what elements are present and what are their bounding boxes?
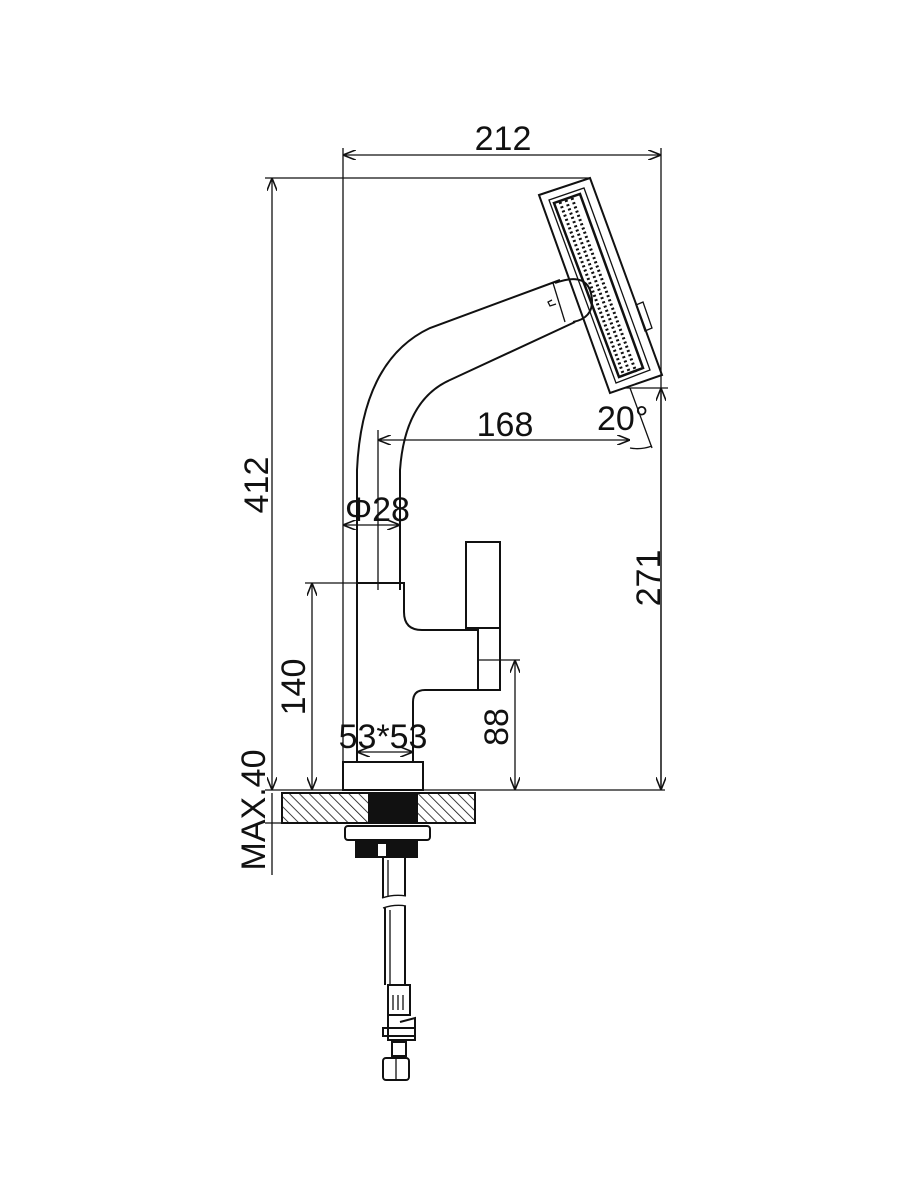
dim-base-size: 53*53 xyxy=(339,718,428,756)
dim-spout-reach: 168 xyxy=(477,406,534,444)
dim-spout-height: 271 xyxy=(630,550,668,607)
dim-overall-height: 412 xyxy=(238,457,276,514)
faucet-body xyxy=(342,541,501,791)
dim-max-deck-thickness: MAX.40 xyxy=(235,750,273,871)
dimension-lines xyxy=(272,155,661,875)
dim-handle-height: 88 xyxy=(478,708,516,746)
dim-spout-diameter: Φ28 xyxy=(345,491,410,529)
extension-lines xyxy=(265,148,668,824)
spray-head xyxy=(537,176,664,395)
dim-overall-width: 212 xyxy=(475,120,532,158)
dim-head-angle: 20° xyxy=(597,400,648,438)
dim-body-height: 140 xyxy=(275,659,313,716)
spout xyxy=(356,278,594,590)
deck-mounting xyxy=(281,792,476,1081)
